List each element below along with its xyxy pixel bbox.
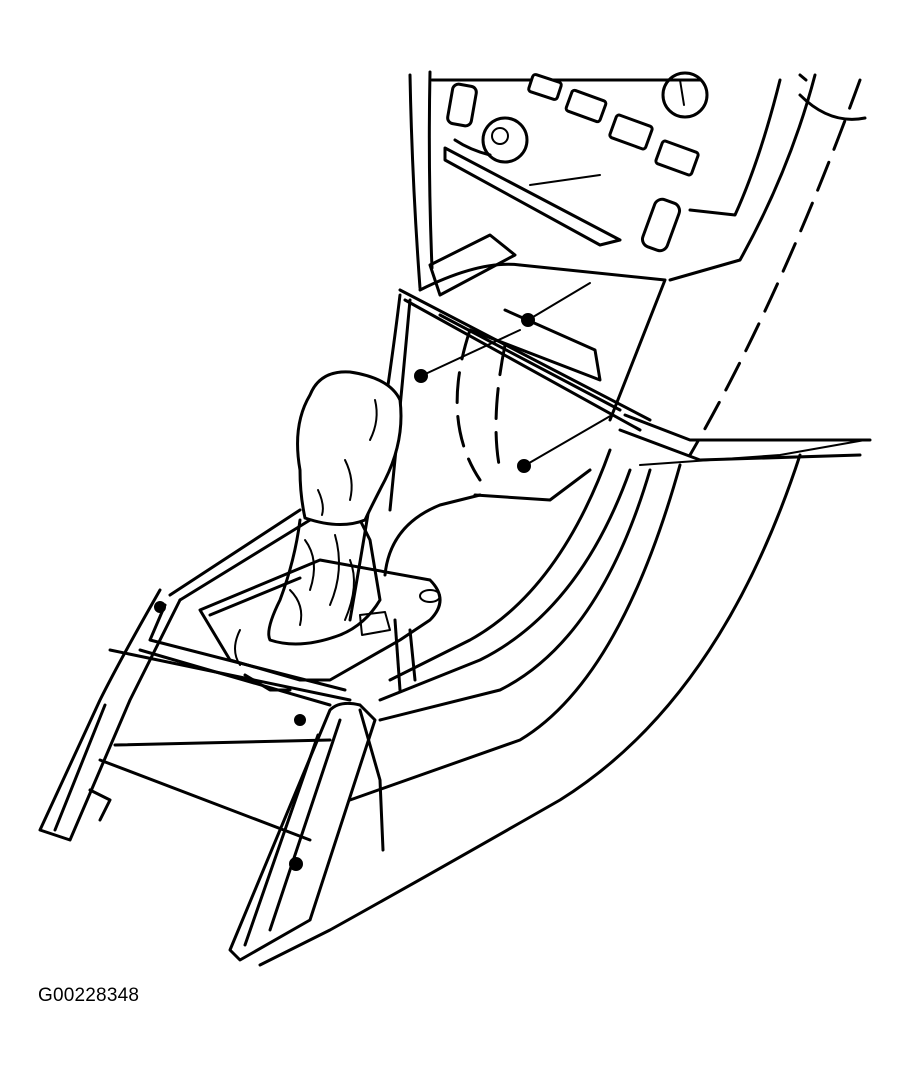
console-side-panel-icon [38, 293, 802, 967]
dash-panel-icon [408, 70, 867, 457]
leader-line-icon [420, 282, 866, 467]
shifter-knob-icon [296, 370, 403, 526]
figure-code: G00228348 [38, 985, 140, 1006]
radio-button-icon [443, 71, 709, 253]
shifter-bezel-icon [198, 468, 592, 692]
storage-bin-icon [398, 233, 872, 482]
shifter-boot-icon [267, 518, 382, 646]
